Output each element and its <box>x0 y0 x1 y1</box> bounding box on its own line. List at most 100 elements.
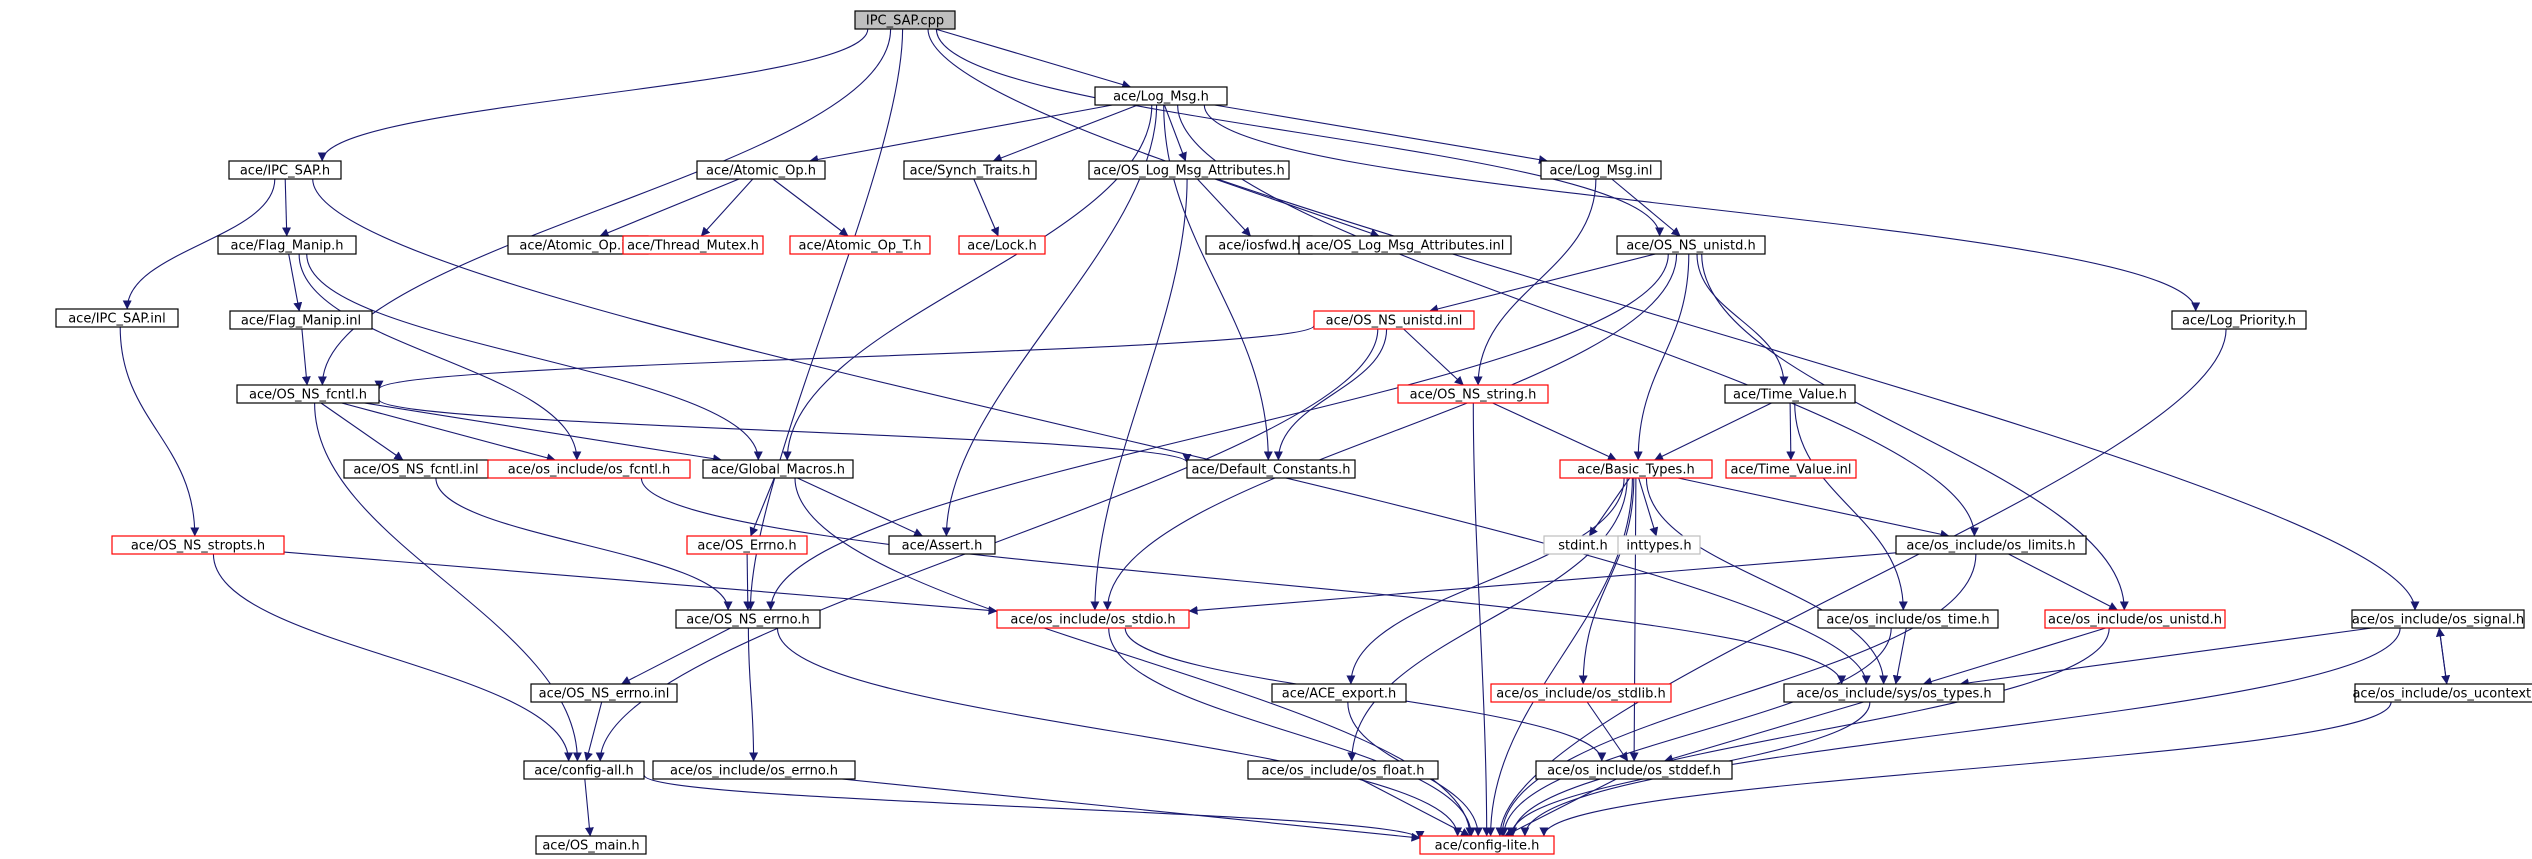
node-box <box>1088 160 1290 180</box>
include-arrow <box>1539 701 2392 837</box>
node-unistd-h[interactable]: ace/OS_NS_unistd.h <box>1616 235 1766 255</box>
edge-atomic_h-to-thread_mutex <box>700 178 754 237</box>
node-ipc-inl[interactable]: ace/IPC_SAP.inl <box>55 308 179 328</box>
node-box <box>996 609 1190 629</box>
include-arrow <box>298 253 582 461</box>
node-atomic-t[interactable]: ace/Atomic_Op_T.h <box>789 235 931 255</box>
node-unistd-inl[interactable]: ace/OS_NS_unistd.inl <box>1313 310 1475 330</box>
node-fcntl-inl[interactable]: ace/OS_NS_fcntl.inl <box>343 459 489 479</box>
node-label: ace/Time_Value.h <box>1733 388 1847 403</box>
node-box <box>1895 535 2087 555</box>
node-ace-export[interactable]: ace/ACE_export.h <box>1271 683 1407 703</box>
node-oslma-inl[interactable]: ace/OS_Log_Msg_Attributes.inl <box>1298 235 1512 255</box>
edge-oslma_h-to-oslma_inl <box>1214 178 1380 238</box>
node-logmsg-inl[interactable]: ace/Log_Msg.inl <box>1540 160 1662 180</box>
node-thread-mutex[interactable]: ace/Thread_Mutex.h <box>622 235 764 255</box>
edge-basic_types-to-os_stdlib <box>1578 477 1635 685</box>
node-os-unistd[interactable]: ace/os_include/os_unistd.h <box>2044 609 2226 629</box>
node-box <box>888 535 996 555</box>
edge-ipc_inl-to-os_ns_stropts <box>119 326 200 537</box>
node-time-value[interactable]: ace/Time_Value.h <box>1724 384 1856 404</box>
node-global-macros[interactable]: ace/Global_Macros.h <box>702 459 854 479</box>
node-os-stdio[interactable]: ace/os_include/os_stdio.h <box>996 609 1190 629</box>
node-stdint[interactable]: stdint.h <box>1543 535 1623 555</box>
node-atomic-inl[interactable]: ace/Atomic_Op.inl <box>507 235 649 255</box>
node-label: ace/OS_NS_unistd.inl <box>1326 314 1463 329</box>
edge-logmsg_inl-to-string_h <box>1473 178 1597 386</box>
node-config-all[interactable]: ace/config-all.h <box>523 760 645 780</box>
edge-os_limits-to-os_unistd <box>2008 553 2118 611</box>
node-iosfwd[interactable]: ace/iosfwd.h <box>1205 235 1313 255</box>
node-label: ace/Thread_Mutex.h <box>627 239 759 254</box>
node-config-lite[interactable]: ace/config-lite.h <box>1419 835 1555 855</box>
edge-os_unistd-to-sys_types <box>1922 627 2106 686</box>
node-lock-h[interactable]: ace/Lock.h <box>958 235 1046 255</box>
node-sys-types[interactable]: ace/os_include/sys/os_types.h <box>1783 683 2005 703</box>
node-synch-h[interactable]: ace/Synch_Traits.h <box>903 160 1037 180</box>
node-label: ace/os_include/os_fcntl.h <box>508 463 670 478</box>
include-arrow <box>809 104 1113 164</box>
node-default-const[interactable]: ace/Default_Constants.h <box>1186 459 1356 479</box>
node-os-ucontext[interactable]: ace/os_include/os_ucontext.h <box>2352 683 2532 703</box>
node-os-errno[interactable]: ace/os_include/os_errno.h <box>652 760 856 780</box>
edge-os_time-to-config_lite <box>1499 627 1892 837</box>
node-label: ace/os_include/os_float.h <box>1261 764 1424 779</box>
edge-ns_errno_h-to-os_errno <box>747 627 759 762</box>
node-string-h[interactable]: ace/OS_NS_string.h <box>1397 384 1549 404</box>
include-arrow <box>1188 552 1897 615</box>
node-label: ace/os_include/os_time.h <box>1826 613 1989 628</box>
edge-flag_inl-to-fcntl_h <box>301 328 311 386</box>
node-flag-inl[interactable]: ace/Flag_Manip.inl <box>229 310 373 330</box>
node-box <box>1725 459 1857 479</box>
node-label: ace/IPC_SAP.h <box>240 164 330 179</box>
node-label: ace/os_include/sys/os_types.h <box>1796 687 1991 702</box>
node-atomic-h[interactable]: ace/Atomic_Op.h <box>696 160 826 180</box>
node-box <box>1540 160 1662 180</box>
node-box <box>652 760 856 780</box>
edge-basic_types-to-os_stddef <box>1629 477 1639 762</box>
node-ns-errno-h[interactable]: ace/OS_NS_errno.h <box>675 609 821 629</box>
edge-atomic_h-to-atomic_t <box>772 178 849 237</box>
node-label: ace/os_include/os_limits.h <box>1906 539 2075 554</box>
edge-log_msg_h-to-global_macros <box>782 104 1153 461</box>
edge-fcntl_h-to-config_all <box>314 402 582 762</box>
node-time-value-inl[interactable]: ace/Time_Value.inl <box>1725 459 1857 479</box>
node-os-ns-stropts[interactable]: ace/OS_NS_stropts.h <box>111 535 285 555</box>
edge-basic_types-to-sys_types <box>1645 477 1889 685</box>
node-box <box>530 683 678 703</box>
node-ipc-h[interactable]: ace/IPC_SAP.h <box>228 160 342 180</box>
node-os-errno-h[interactable]: ace/OS_Errno.h <box>686 535 808 555</box>
include-arrow <box>2008 553 2118 611</box>
node-os-main[interactable]: ace/OS_main.h <box>535 835 647 855</box>
node-oslma-h[interactable]: ace/OS_Log_Msg_Attributes.h <box>1088 160 1290 180</box>
node-os-limits[interactable]: ace/os_include/os_limits.h <box>1895 535 2087 555</box>
node-os-stdlib[interactable]: ace/os_include/os_stdlib.h <box>1490 683 1672 703</box>
node-os-time[interactable]: ace/os_include/os_time.h <box>1817 609 1999 629</box>
node-box <box>903 160 1037 180</box>
edge-ns_errno_h-to-config_lite <box>776 627 1463 837</box>
edge-ipc_cpp-to-unistd_h <box>935 28 1665 237</box>
node-inttypes[interactable]: inttypes.h <box>1617 535 1701 555</box>
node-label: ace/os_include/os_errno.h <box>670 764 838 779</box>
include-arrow <box>1504 778 1617 837</box>
node-log-msg-h[interactable]: ace/Log_Msg.h <box>1094 86 1228 106</box>
include-arrow <box>1203 104 2201 312</box>
node-box <box>702 459 854 479</box>
node-flag-h[interactable]: ace/Flag_Manip.h <box>217 235 357 255</box>
node-fcntl-h[interactable]: ace/OS_NS_fcntl.h <box>236 384 380 404</box>
edge-unistd_h-to-os_unistd <box>1701 253 2129 611</box>
node-basic-types[interactable]: ace/Basic_Types.h <box>1559 459 1713 479</box>
include-arrow <box>1196 178 1252 237</box>
edge-ipc_h-to-flag_h <box>282 178 292 237</box>
node-log-prio[interactable]: ace/Log_Priority.h <box>2171 310 2307 330</box>
include-arrow <box>1586 701 1629 762</box>
node-ns-errno-inl[interactable]: ace/OS_NS_errno.inl <box>530 683 678 703</box>
node-os-signal[interactable]: ace/os_include/os_signal.h <box>2351 609 2525 629</box>
node-os-fcntl[interactable]: ace/os_include/os_fcntl.h <box>487 459 691 479</box>
node-os-float[interactable]: ace/os_include/os_float.h <box>1247 760 1439 780</box>
node-assert-h[interactable]: ace/Assert.h <box>888 535 996 555</box>
include-arrow <box>312 178 1871 685</box>
node-os-stddef[interactable]: ace/os_include/os_stddef.h <box>1535 760 1733 780</box>
